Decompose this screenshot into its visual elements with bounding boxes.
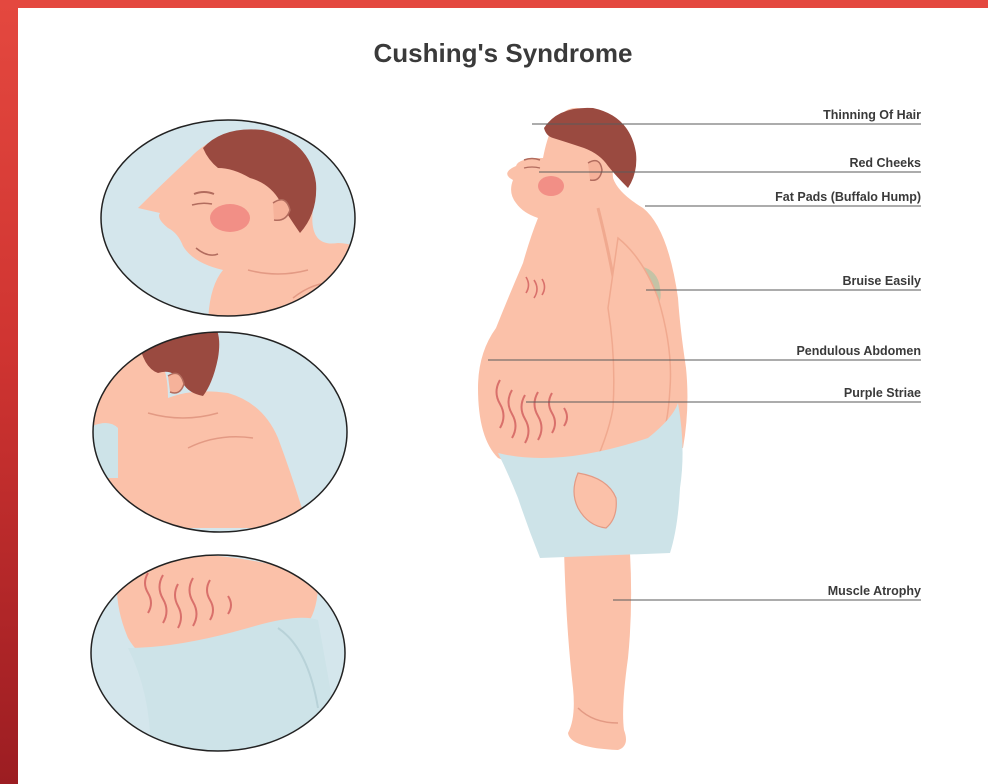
label-bruise-easily: Bruise Easily [842, 274, 921, 288]
illustration [18, 8, 988, 784]
infographic-card: Cushing's Syndrome [18, 8, 988, 784]
label-purple-striae: Purple Striae [844, 386, 921, 400]
body-figure [478, 108, 687, 750]
detail-circle-belly [91, 555, 348, 784]
label-muscle-atrophy: Muscle Atrophy [828, 584, 921, 598]
detail-circle-neck [88, 320, 347, 532]
label-fat-pads: Fat Pads (Buffalo Hump) [775, 190, 921, 204]
label-pendulous-abdomen: Pendulous Abdomen [796, 344, 921, 358]
label-red-cheeks: Red Cheeks [849, 156, 921, 170]
label-thinning-of-hair: Thinning Of Hair [823, 108, 921, 122]
detail-circle-face [101, 120, 378, 328]
